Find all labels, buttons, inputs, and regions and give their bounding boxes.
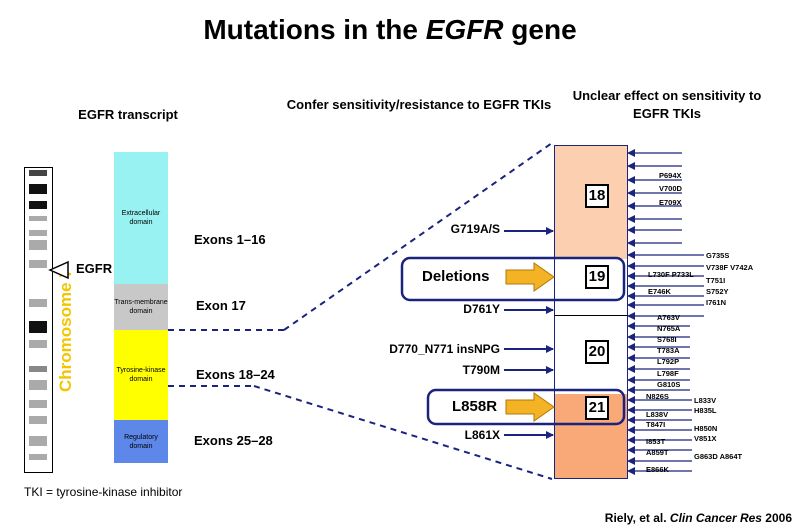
mutation-h850n: H850N	[694, 424, 718, 433]
mutation-l833v: L833V	[694, 396, 717, 405]
mutation-t751i: T751I	[706, 276, 726, 285]
mutation-s752y: S752Y	[706, 287, 729, 296]
mutation-i761n: I761N	[706, 298, 727, 307]
mutation-h835l: H835L	[694, 406, 717, 415]
chromosome-7-ideogram	[24, 167, 53, 473]
transmembrane-domain: Trans-membrane domain	[114, 284, 168, 330]
mutation-i853t: I853T	[646, 437, 666, 446]
citation: Riely, et al. Clin Cancer Res 2006	[604, 511, 792, 525]
exon-21-box: 21	[585, 396, 609, 420]
zoom-line-bottom-diagonal	[253, 385, 553, 480]
mutation-l792p: L792P	[657, 357, 680, 366]
exon-20-box: 20	[585, 340, 609, 364]
tyrosine-kinase-domain: Tyrosine-kinase domain	[114, 330, 168, 420]
exon-label-25-28: Exons 25–28	[194, 433, 273, 448]
extracellular-domain: Extracellular domain	[114, 152, 168, 284]
mutation-a859t: A859T	[646, 448, 669, 457]
exon-label-17: Exon 17	[196, 298, 246, 313]
deletions-orange-arrow	[505, 262, 555, 292]
mutation-deletions: Deletions	[422, 268, 490, 285]
egfr-locus-label: EGFR	[76, 261, 113, 276]
sensitivity-header: Confer sensitivity/resistance to EGFR TK…	[286, 97, 552, 112]
mutation-s768i: S768I	[657, 335, 677, 344]
l858r-highlight	[426, 388, 626, 426]
mutation-t790m: T790M	[462, 363, 500, 377]
mutation-p694x: P694X	[659, 171, 682, 180]
page-title: Mutations in the EGFR gene	[203, 14, 577, 45]
mutation-l838v: L838V	[646, 410, 669, 419]
mutation-e866k: E866K	[646, 465, 669, 474]
mutation-v851x: V851X	[694, 434, 717, 443]
footnote: TKI = tyrosine-kinase inhibitor	[24, 485, 183, 499]
mutation-l798f: L798F	[657, 369, 679, 378]
mutation-a763v: A763V	[657, 313, 680, 322]
mutation-e746k: E746K	[648, 287, 671, 296]
mutation-g863d-a864t: G863D A864T	[694, 452, 743, 461]
exon-label-18-24: Exons 18–24	[196, 367, 275, 382]
mutation-e709x: E709X	[659, 198, 682, 207]
mutation-v738f-v742a: V738F V742A	[706, 263, 754, 272]
unclear-header: Unclear effect on sensitivity to EGFR TK…	[572, 88, 762, 121]
exon-label-1-16: Exons 1–16	[194, 232, 266, 247]
transcript-header: EGFR transcript	[78, 107, 178, 122]
mutation-l861x: L861X	[464, 428, 500, 442]
mutation-t783a: T783A	[657, 346, 680, 355]
exon-18-box: 18	[585, 184, 609, 208]
mutation-v700d: V700D	[659, 184, 682, 193]
deletions-highlight	[400, 256, 626, 302]
mutation-d770: D770_N771 insNPG	[389, 342, 500, 356]
mutation-n765a: N765A	[657, 324, 681, 333]
mutation-t847i: T847I	[646, 420, 666, 429]
mutation-g735s: G735S	[706, 251, 730, 260]
mutation-d761y: D761Y	[463, 302, 500, 316]
mutation-l858r: L858R	[452, 398, 498, 415]
regulatory-domain: Regulatory domain	[114, 420, 168, 463]
l858r-orange-arrow	[505, 392, 555, 422]
exon-19-box: 19	[585, 265, 609, 289]
mutation-l730f-p733l: L730F P733L	[648, 270, 694, 279]
mutation-g719: G719A/S	[450, 222, 500, 236]
mutation-g810s: G810S	[657, 380, 681, 389]
mutation-n826s: N826S	[646, 392, 669, 401]
